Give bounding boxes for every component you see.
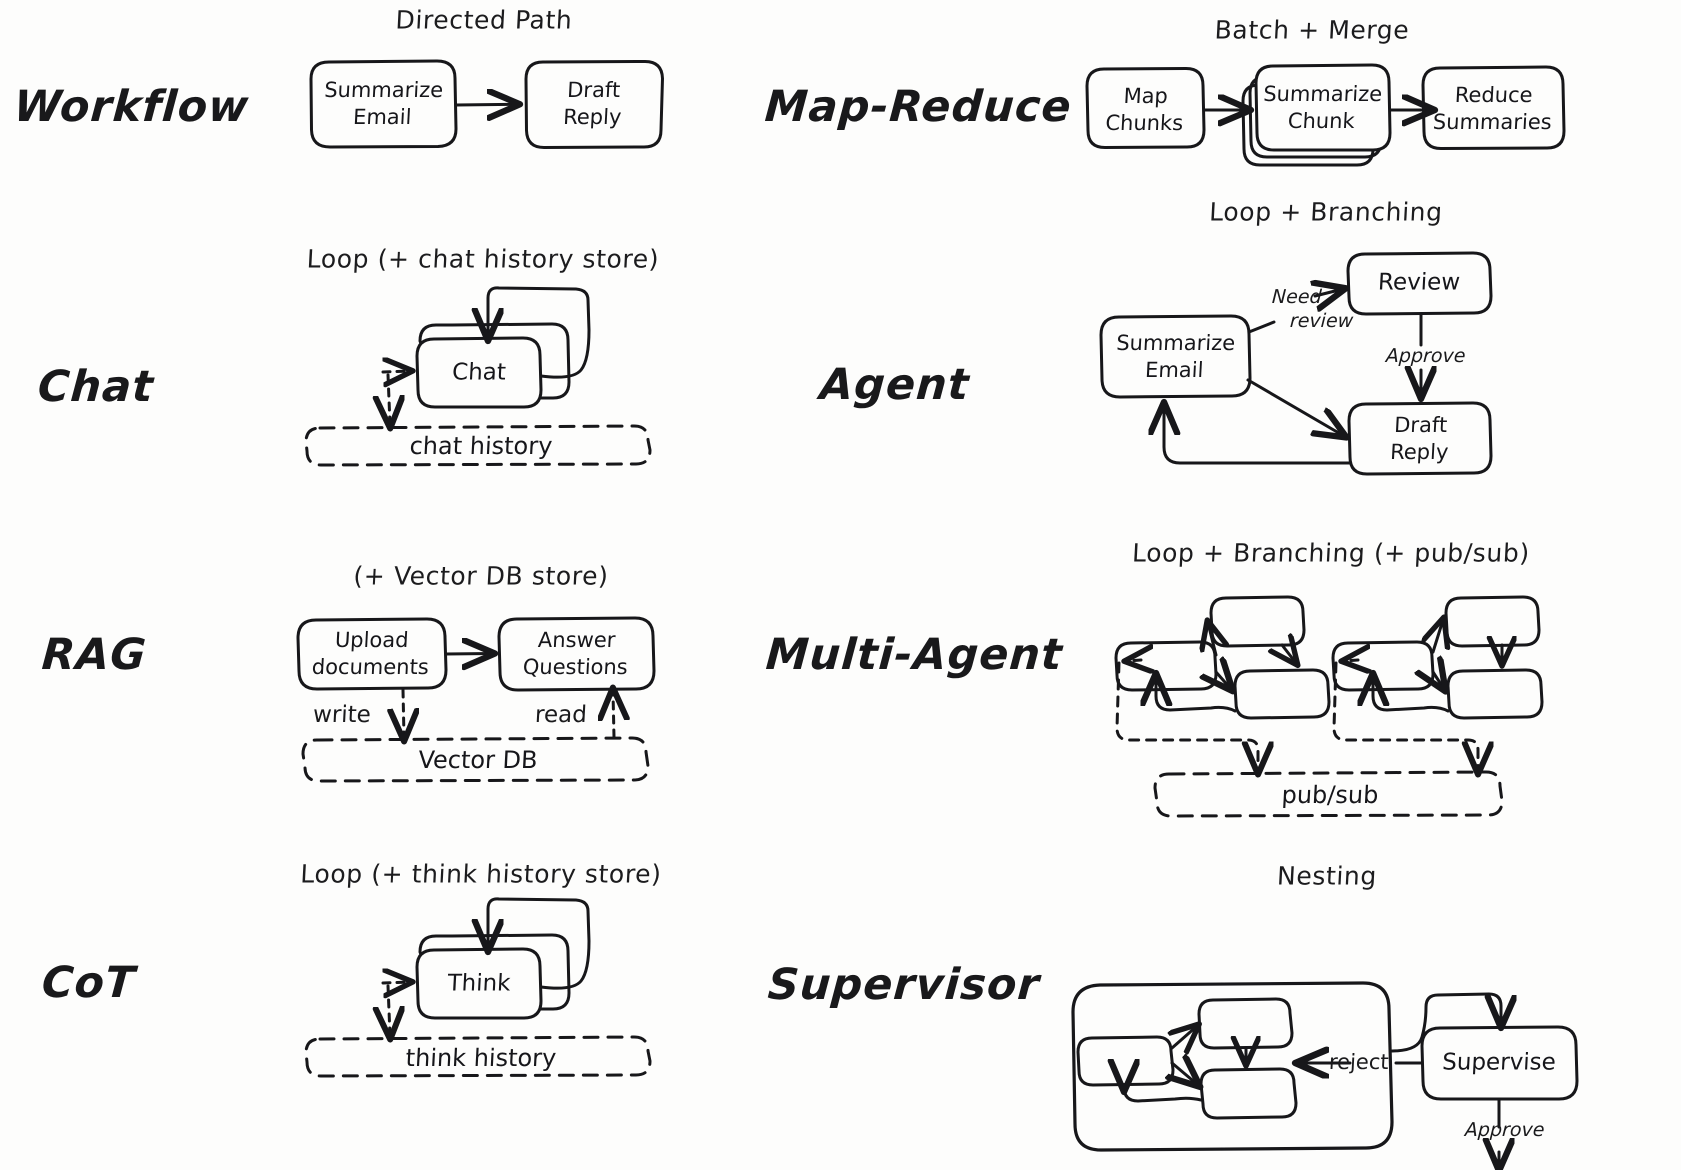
row-label-supervisor: Supervisor [766, 960, 1042, 1010]
row-label-workflow: Workflow [12, 82, 251, 132]
caption-directed-path: Directed Path [394, 5, 574, 35]
caption-loop-branching: Loop + Branching [1208, 197, 1444, 227]
caption-loop-branching-pubsub: Loop + Branching (+ pub/sub) [1131, 538, 1531, 568]
caption-vector-db-store: (+ Vector DB store) [352, 561, 610, 591]
row-label-agent: Agent [818, 360, 972, 410]
row-label-rag: RAG [40, 630, 149, 680]
caption-loop-think-history: Loop (+ think history store) [299, 859, 663, 889]
row-label-map-reduce: Map-Reduce [763, 82, 1074, 132]
row-label-cot: CoT [40, 958, 138, 1008]
caption-batch-merge: Batch + Merge [1213, 15, 1411, 45]
caption-nesting: Nesting [1276, 861, 1378, 891]
caption-loop-chat-history: Loop (+ chat history store) [306, 244, 660, 274]
row-label-chat: Chat [36, 362, 156, 412]
row-label-multi-agent: Multi-Agent [764, 630, 1065, 680]
